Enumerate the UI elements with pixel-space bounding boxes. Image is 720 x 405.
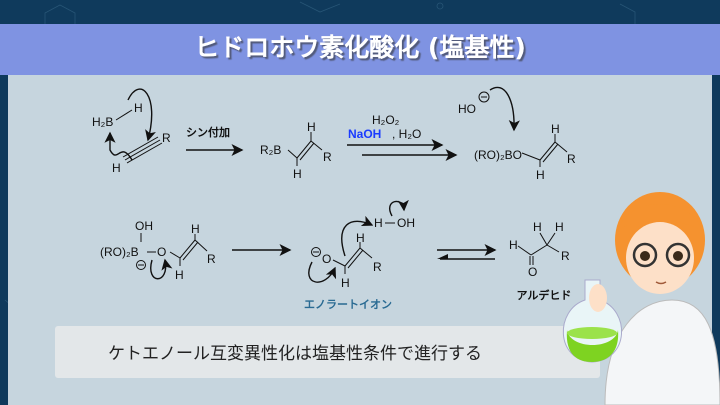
scientist-character-illustration [562,192,720,405]
label-r: R [373,260,382,274]
label-h: H [112,161,121,175]
label-hydroxide: HO [458,102,476,116]
boronate-complex: OH (RO)₂B O H R H [100,219,216,282]
label-o: O [157,245,166,259]
label-o: O [322,252,331,266]
label-h: H [536,168,545,182]
label-r: R [323,150,332,164]
label-ro2b: (RO)₂B [100,245,139,259]
caption-text: ケトエノール互変異性化は塩基性条件で進行する [108,344,482,364]
label-h: H [307,120,316,134]
label-ro2bo: (RO)₂BO [474,148,522,162]
enolate-label: エノラートイオン [304,298,392,311]
enolate-ion: O H R H H OH [308,199,415,290]
label-h: H [533,220,542,234]
label-h: H [293,167,302,181]
caption-box [55,326,600,378]
page-title: ヒドロホウ素化酸化 (塩基性) [194,33,526,62]
label-h: H [356,231,365,245]
label-oh: OH [397,216,415,230]
label-h: H [509,238,518,252]
label-h: H [555,220,564,234]
label-o: O [528,265,537,279]
borane-alkyne-complex: H₂B H R H [92,88,171,175]
label-r: R [162,131,171,145]
label-h: H [175,268,184,282]
label-r2b: R₂B [260,143,281,157]
reagent-naoh: NaOH [348,127,381,141]
vinylborane: R₂B H R H [260,120,332,181]
label-h: H [374,216,383,230]
label-h: H [551,122,560,136]
syn-addition-label: シン付加 [186,125,230,139]
equilibrium-arrowhead [437,254,448,259]
label-h: H [341,276,350,290]
label-r: R [561,249,570,263]
reagent-h2o: , H₂O [392,127,421,141]
label-r: R [567,152,576,166]
title-band [0,24,720,75]
aldehyde: H H H R O [509,220,570,279]
label-oh: OH [135,219,153,233]
label-r: R [207,252,216,266]
borate-ester: HO (RO)₂BO H R H [458,86,576,182]
aldehyde-label: アルデヒド [517,288,572,302]
label-h2b: H₂B [92,115,113,129]
reagent-h2o2: H₂O₂ [372,113,400,127]
label-h: H [134,101,143,115]
label-h: H [191,222,200,236]
